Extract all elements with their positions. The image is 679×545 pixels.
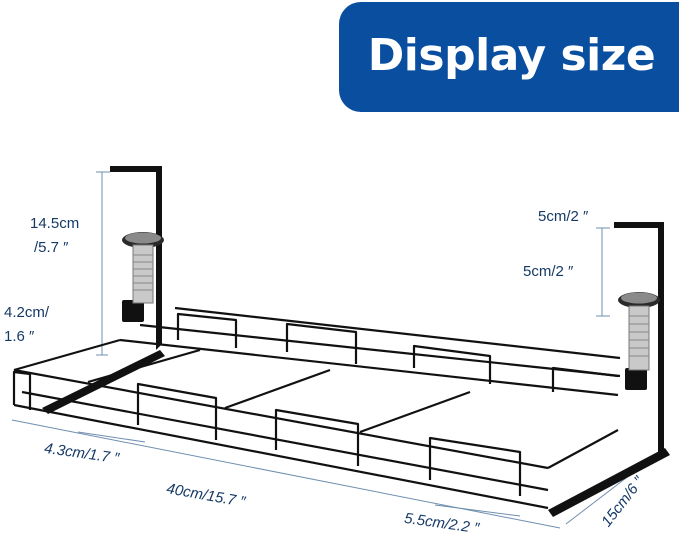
height-label-line2: /5.7 ″: [34, 239, 69, 256]
height-label-line1: 14.5cm: [30, 215, 80, 232]
mounting-brackets: [42, 166, 670, 517]
dimension-lines: [11, 171, 661, 529]
clamp-lower-label-line2: 1.6 ″: [4, 328, 35, 345]
cable-tray-basket: [12, 306, 621, 510]
clamp-screws: [122, 232, 660, 371]
clamp-gap-mid-label: 5cm/2 ″: [523, 263, 574, 280]
clamp-gap-top-label: 5cm/2 ″: [538, 208, 589, 225]
clamp-lower-label-line1: 4.2cm/: [4, 304, 50, 321]
title-banner: Display size: [339, 2, 679, 112]
banner-title: Display size: [367, 29, 656, 81]
